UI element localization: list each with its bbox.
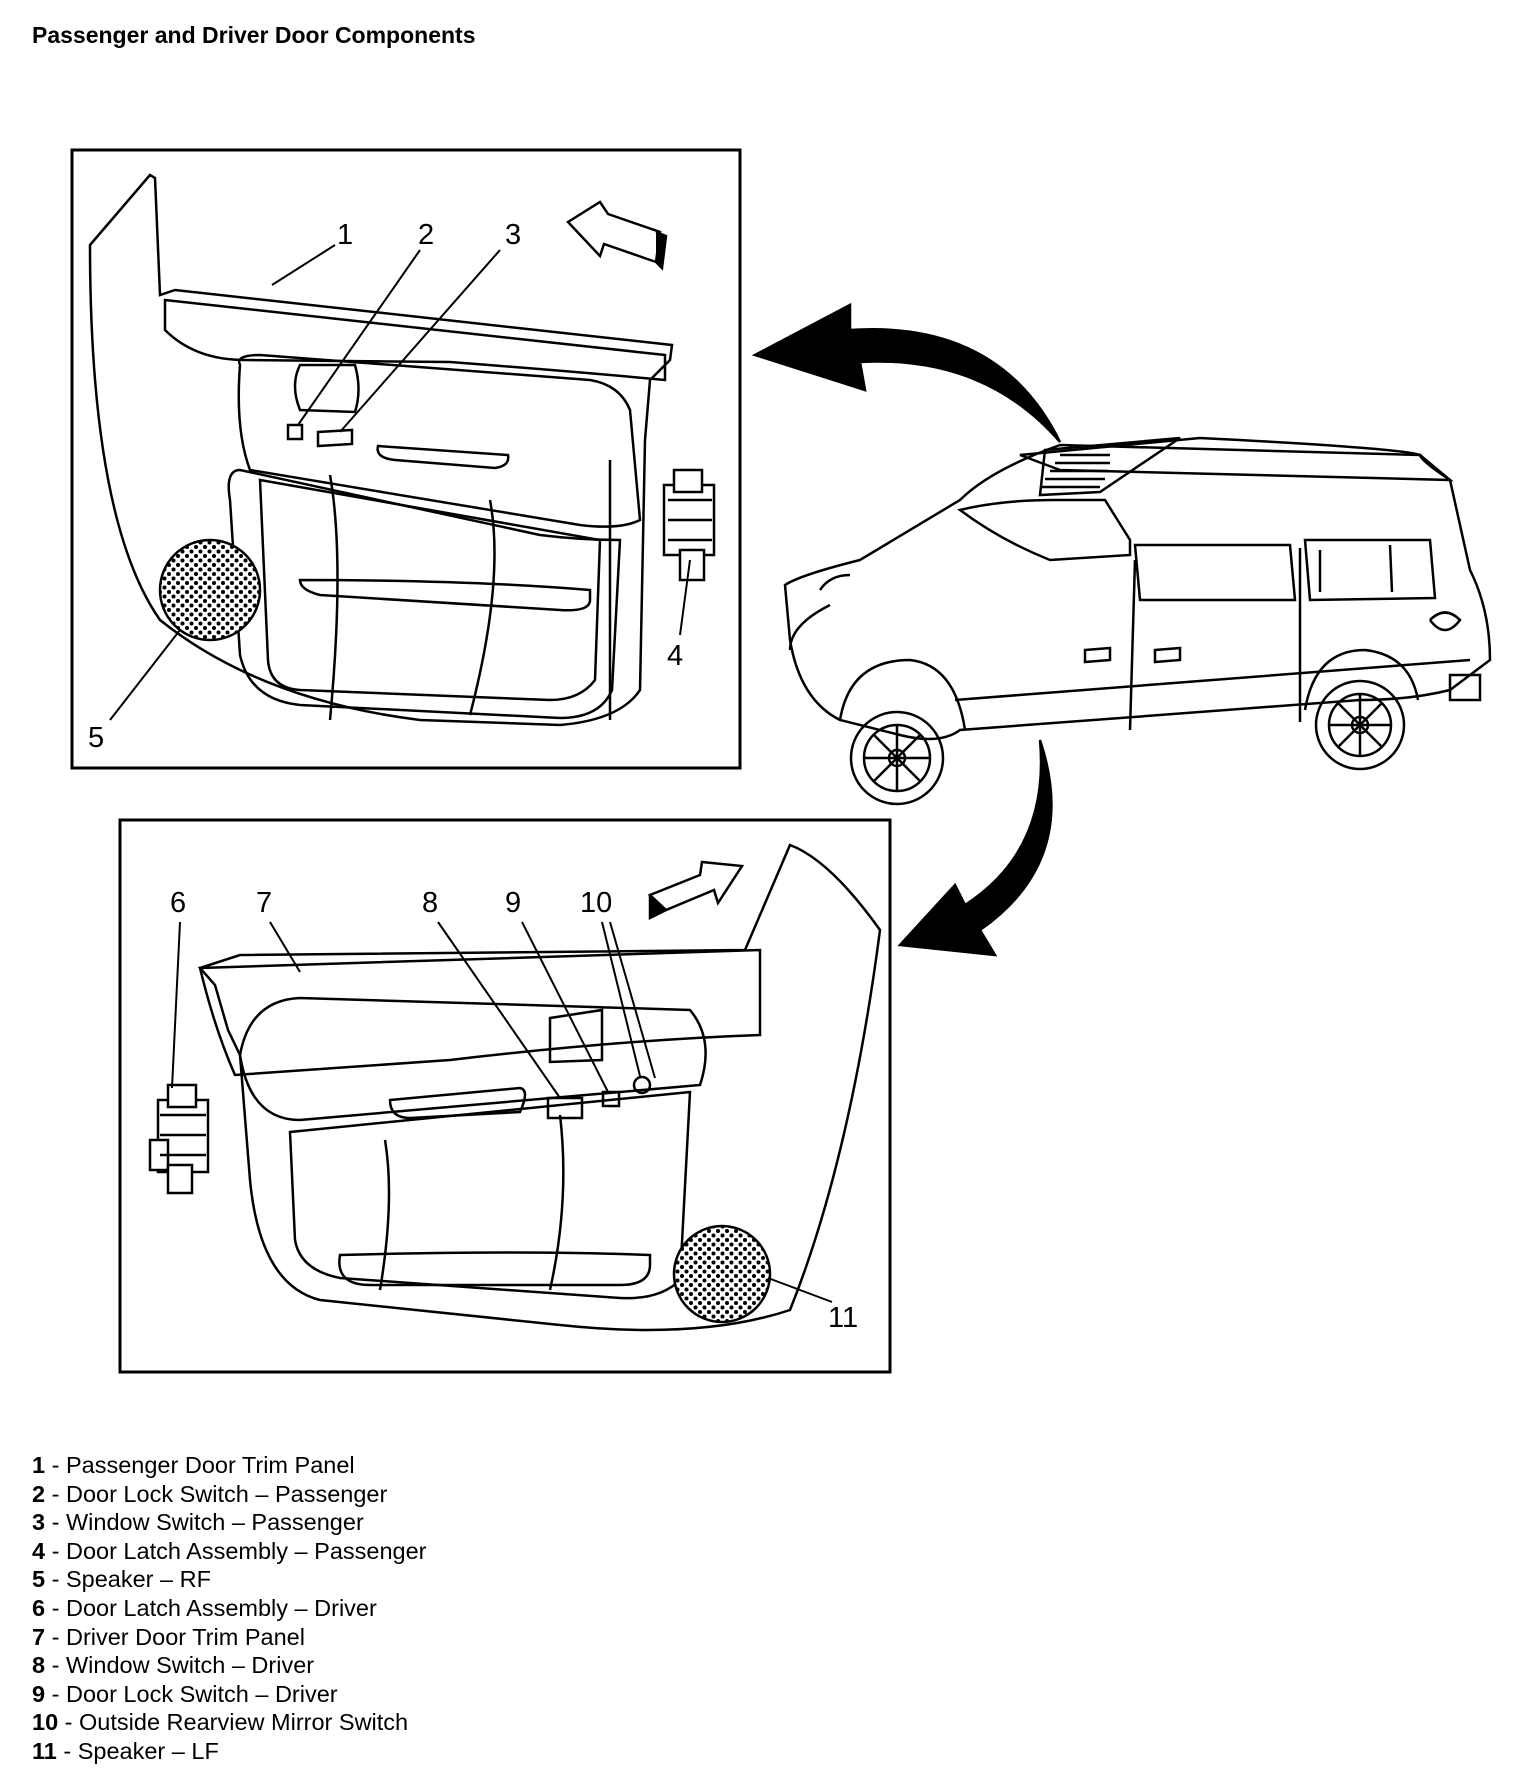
leader-line-2: [297, 249, 421, 426]
door-components-illustration: 1 2 3 4 5 6 7 8 9 10 11: [70, 148, 1492, 1374]
leader-line-1: [271, 244, 336, 286]
leader-line-9: [521, 921, 609, 1093]
callout-4: 4: [667, 640, 683, 672]
legend-item-10: 10 - Outside Rearview Mirror Switch: [32, 1709, 409, 1736]
callout-2: 2: [418, 219, 434, 251]
curved-arrow-to-driver-door: [897, 739, 1053, 957]
legend-item-8: 8 - Window Switch – Driver: [32, 1652, 315, 1679]
callout-3: 3: [505, 219, 521, 251]
forward-direction-arrow-top: [566, 200, 662, 264]
leader-line-3: [339, 249, 501, 433]
legend-item-6: 6 - Door Latch Assembly – Driver: [32, 1594, 377, 1621]
door-latch-passenger: [662, 468, 716, 582]
leader-line-4: [679, 559, 691, 636]
callout-5: 5: [88, 722, 104, 754]
rear-wheel: [1314, 679, 1406, 771]
legend-item-3: 3 - Window Switch – Passenger: [32, 1509, 364, 1536]
leader-line-10b: [609, 921, 656, 1079]
vehicle-illustration: [783, 436, 1492, 806]
window-switch-driver: [546, 1096, 584, 1120]
diagram-title: Passenger and Driver Door Components: [32, 22, 476, 48]
callout-9: 9: [505, 887, 521, 919]
door-latch-driver: [148, 1083, 210, 1195]
callout-8: 8: [422, 887, 438, 919]
callout-7: 7: [256, 887, 272, 919]
passenger-door-frame: [70, 148, 742, 770]
legend-item-11: 11 - Speaker – LF: [32, 1737, 219, 1764]
speaker-lf: [672, 1224, 772, 1324]
driver-door-trim-panel: [197, 843, 882, 1332]
callout-6: 6: [170, 887, 186, 919]
legend-item-1: 1 - Passenger Door Trim Panel: [32, 1452, 355, 1478]
leader-line-5: [109, 629, 181, 721]
callout-1: 1: [337, 219, 353, 251]
component-legend: 1 - Passenger Door Trim Panel 2 - Door L…: [32, 1451, 427, 1766]
driver-door-frame: [118, 818, 892, 1374]
callout-11: 11: [828, 1302, 858, 1334]
leader-line-6: [171, 921, 181, 1089]
front-wheel: [849, 710, 945, 806]
window-switch-passenger: [316, 428, 354, 448]
leader-line-10a: [601, 921, 641, 1077]
legend-item-9: 9 - Door Lock Switch – Driver: [32, 1680, 338, 1707]
speaker-rf: [158, 538, 262, 642]
outside-rearview-mirror-switch: [632, 1075, 652, 1095]
leader-line-8: [437, 921, 561, 1099]
callout-10: 10: [580, 887, 612, 919]
legend-item-7: 7 - Driver Door Trim Panel: [32, 1623, 305, 1650]
door-lock-switch-passenger: [286, 423, 304, 441]
forward-direction-arrow-bottom: [647, 860, 745, 912]
legend-item-5: 5 - Speaker – RF: [32, 1566, 211, 1593]
legend-item-2: 2 - Door Lock Switch – Passenger: [32, 1480, 388, 1507]
curved-arrow-to-passenger-door: [751, 302, 1062, 443]
door-lock-switch-driver: [601, 1090, 621, 1108]
legend-item-4: 4 - Door Latch Assembly – Passenger: [32, 1537, 427, 1564]
leader-line-11: [767, 1277, 833, 1303]
passenger-door-trim-panel: [88, 173, 674, 727]
leader-line-7: [269, 921, 301, 973]
